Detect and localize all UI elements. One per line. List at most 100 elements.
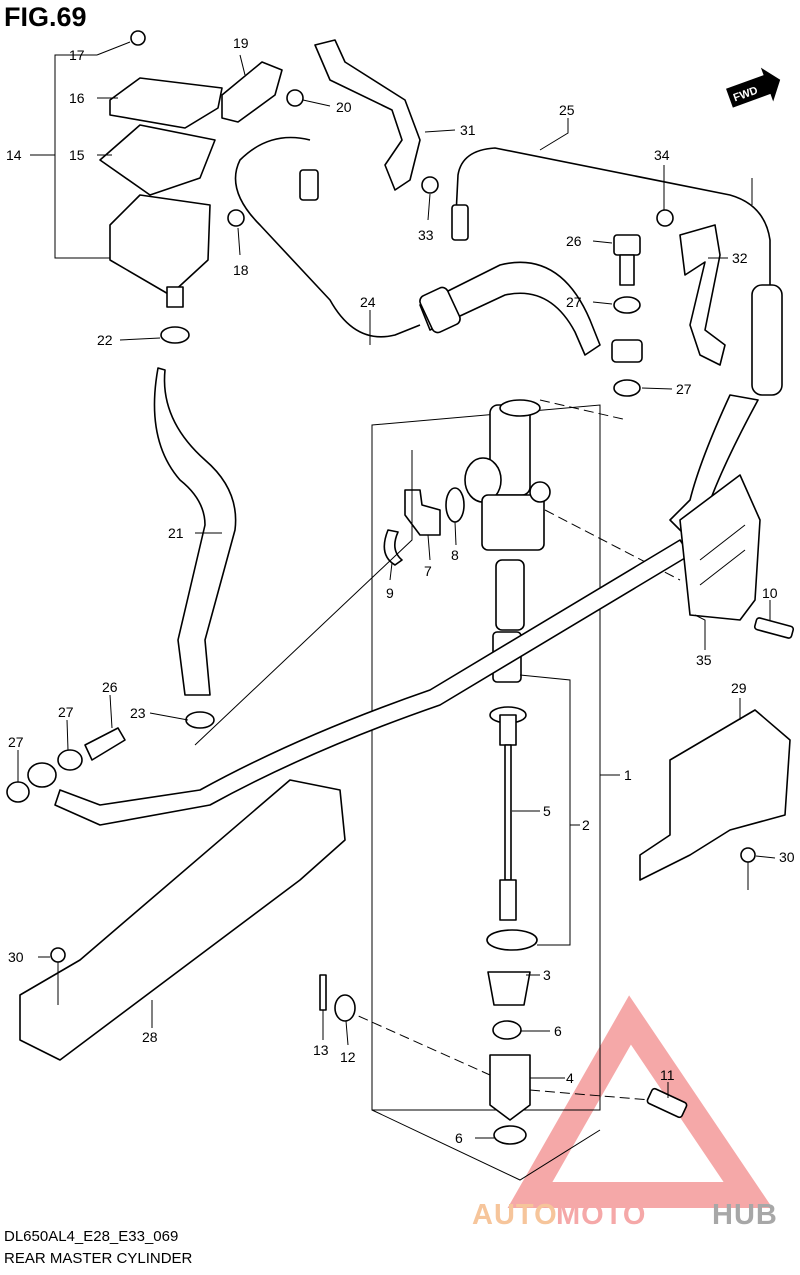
hose-21 [153, 367, 237, 696]
callout-19: 19 [233, 35, 249, 51]
callout-16: 16 [69, 90, 85, 106]
callout-11: 11 [660, 1067, 675, 1083]
callout-30-right: 30 [779, 849, 795, 865]
screw-30-right [740, 847, 756, 863]
spring [495, 559, 525, 631]
reservoir-outlet [166, 286, 184, 308]
reservoir-cap-16 [109, 77, 223, 129]
diagram-code: DL650AL4_E28_E33_069 [4, 1228, 179, 1245]
callout-7: 7 [424, 563, 432, 579]
circlip-9 [383, 529, 403, 566]
bracket-19 [221, 61, 283, 123]
callout-20: 20 [336, 99, 352, 115]
callout-24: 24 [360, 294, 376, 310]
cotter-pin-13 [319, 974, 327, 1011]
dash-cylinder-top [539, 399, 628, 421]
callout-6-lower: 6 [455, 1130, 463, 1146]
dash-clevis-pin [529, 1089, 651, 1101]
hose-fitting-24 [299, 169, 319, 201]
cylinder-mount-eye [529, 481, 551, 503]
callout-6-upper: 6 [554, 1023, 562, 1039]
push-rod-boot [499, 714, 517, 746]
callout-30-left: 30 [8, 949, 24, 965]
washer-27-lower2 [57, 749, 83, 771]
callout-27-mid: 27 [676, 381, 692, 397]
right-hose-fitting [751, 284, 783, 396]
callout-23: 23 [130, 705, 146, 721]
callout-34: 34 [654, 147, 670, 163]
callout-3: 3 [543, 967, 551, 983]
diagram-name: REAR MASTER CYLINDER [4, 1250, 193, 1267]
screw-30-left [50, 947, 66, 963]
washer-27-top [613, 296, 641, 314]
callout-8: 8 [451, 547, 459, 563]
hose-24 [234, 136, 421, 338]
hose-fitting-33 [451, 204, 469, 241]
callout-9: 9 [386, 585, 394, 601]
guard-35-rib1 [699, 524, 746, 561]
banjo-bolt-26-lower [84, 727, 126, 761]
master-cylinder-body [464, 399, 551, 551]
washer-27-left [6, 781, 30, 803]
callout-27-lower: 27 [58, 704, 74, 720]
watermark-logo: AUTO MOTO HUB [472, 995, 778, 1231]
callout-labels: 17 16 15 14 19 20 18 22 21 23 24 25 31 3… [6, 35, 795, 1146]
cylinder-top-port [499, 399, 541, 417]
clamp-22 [160, 326, 190, 344]
callout-14: 14 [6, 147, 22, 163]
assembly-frame-bottom [371, 1109, 601, 1181]
dash-pin [344, 1009, 491, 1076]
fwd-direction-badge: FWD [726, 67, 781, 108]
callout-27-left: 27 [8, 734, 24, 750]
cover-28 [19, 779, 346, 1061]
circlip-upper [486, 929, 538, 951]
callout-12: 12 [340, 1049, 356, 1065]
bracket-31 [314, 39, 421, 191]
callout-29: 29 [731, 680, 747, 696]
nut-6-upper [492, 1020, 522, 1040]
callout-28: 28 [142, 1029, 158, 1045]
bolt-10 [753, 617, 795, 639]
clamp-23 [185, 711, 215, 729]
callout-26-lower: 26 [102, 679, 118, 695]
callout-17: 17 [69, 47, 85, 63]
pin-11 [646, 1087, 688, 1119]
leader-lines [17, 41, 776, 1139]
reservoir-body [109, 194, 211, 296]
bolt-34 [656, 209, 674, 227]
callout-18: 18 [233, 262, 249, 278]
push-rod-shaft [504, 744, 512, 881]
callout-25: 25 [559, 102, 575, 118]
washer-12 [334, 994, 356, 1022]
callout-10: 10 [762, 585, 778, 601]
callout-26-top: 26 [566, 233, 582, 249]
push-rod-thread [499, 879, 517, 921]
watermark-auto: AUTO [472, 1199, 558, 1231]
heel-guard-29 [639, 709, 791, 881]
clevis-4 [489, 1054, 531, 1121]
diaphragm-15 [99, 124, 216, 196]
figure-title: FIG.69 [4, 2, 87, 32]
callout-27-top: 27 [566, 294, 582, 310]
bolt-33 [421, 176, 439, 194]
fitting-7 [404, 489, 441, 536]
watermark-triangle-outer [507, 995, 773, 1208]
watermark-moto: MOTO [556, 1199, 646, 1231]
callout-31: 31 [460, 122, 476, 138]
screw-17 [130, 30, 146, 46]
lead-line-23 [194, 450, 413, 746]
nut-6-lower [493, 1125, 527, 1145]
fwd-arrow-icon [726, 67, 781, 108]
callout-2: 2 [582, 817, 590, 833]
reservoir-assembly [99, 30, 304, 308]
callout-33: 33 [418, 227, 434, 243]
watermark-hub: HUB [712, 1199, 778, 1231]
callout-21: 21 [168, 525, 184, 541]
washer-27-lower [27, 762, 57, 788]
banjo-bolt-26-top-shank [619, 254, 635, 286]
guard-35 [679, 474, 761, 621]
callout-35: 35 [696, 652, 712, 668]
callout-32: 32 [732, 250, 748, 266]
hose-connector [419, 261, 601, 356]
